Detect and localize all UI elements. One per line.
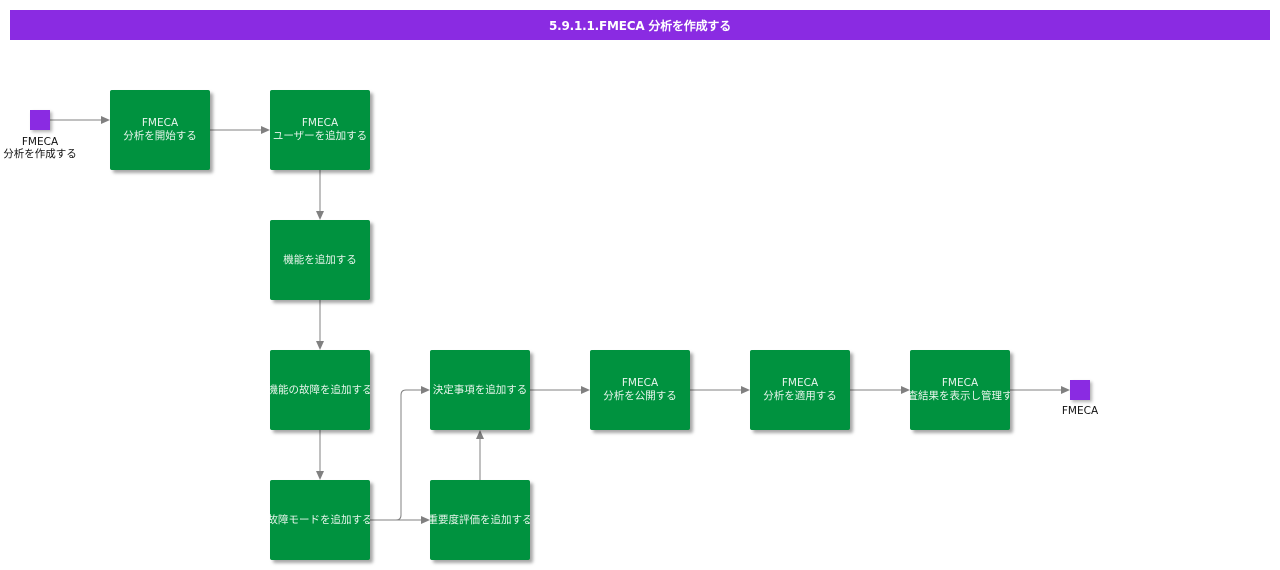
node-start-analysis-line1: FMECA xyxy=(141,117,179,129)
node-add-function-failure[interactable]: 機能の故障を追加する xyxy=(270,350,370,430)
node-start-analysis[interactable]: FMECA 分析を開始する xyxy=(110,90,210,170)
node-apply-analysis-line2: 分析を適用する xyxy=(763,390,837,402)
node-add-decision-line1: 決定事項を追加する xyxy=(432,383,528,396)
node-start-analysis-line2: 分析を開始する xyxy=(123,130,197,142)
node-add-criticality-line1: 重要度評価を追加する xyxy=(430,513,530,526)
node-add-criticality[interactable]: 重要度評価を追加する xyxy=(430,480,530,560)
node-publish-analysis[interactable]: FMECA 分析を公開する xyxy=(590,350,690,430)
node-publish-analysis-line1: FMECA xyxy=(621,377,659,389)
node-add-function-line1: 機能を追加する xyxy=(283,253,357,266)
node-apply-analysis[interactable]: FMECA 分析を適用する xyxy=(750,350,850,430)
end-terminal-label: FMECA xyxy=(1040,405,1120,417)
start-terminal[interactable] xyxy=(30,110,50,130)
start-label-line2: 分析を作成する xyxy=(3,148,77,160)
start-label-line1: FMECA xyxy=(21,136,59,148)
start-terminal-label: FMECA 分析を作成する xyxy=(0,136,90,160)
node-add-failure-mode-line1: 故障モードを追加する xyxy=(270,513,370,526)
edge-add-failure-mode-to-add-decision xyxy=(370,386,430,521)
end-label-line1: FMECA xyxy=(1061,405,1099,417)
node-show-results-line1: FMECA xyxy=(941,377,979,389)
node-show-results[interactable]: FMECA 調査結果を表示し管理する xyxy=(910,350,1010,430)
node-add-user-line1: FMECA xyxy=(301,117,339,129)
diagram-title: 5.9.1.1.FMECA 分析を作成する xyxy=(10,10,1270,40)
node-apply-analysis-line1: FMECA xyxy=(781,377,819,389)
node-add-failure-mode[interactable]: 故障モードを追加する xyxy=(270,480,370,560)
node-add-decision[interactable]: 決定事項を追加する xyxy=(430,350,530,430)
node-add-user[interactable]: FMECA ユーザーを追加する xyxy=(270,90,370,170)
node-show-results-line2: 調査結果を表示し管理する xyxy=(910,390,1010,402)
node-add-user-line2: ユーザーを追加する xyxy=(272,130,368,142)
end-terminal[interactable] xyxy=(1070,380,1090,400)
node-add-function[interactable]: 機能を追加する xyxy=(270,220,370,300)
node-add-function-failure-line1: 機能の故障を追加する xyxy=(270,383,370,396)
node-publish-analysis-line2: 分析を公開する xyxy=(603,390,677,402)
